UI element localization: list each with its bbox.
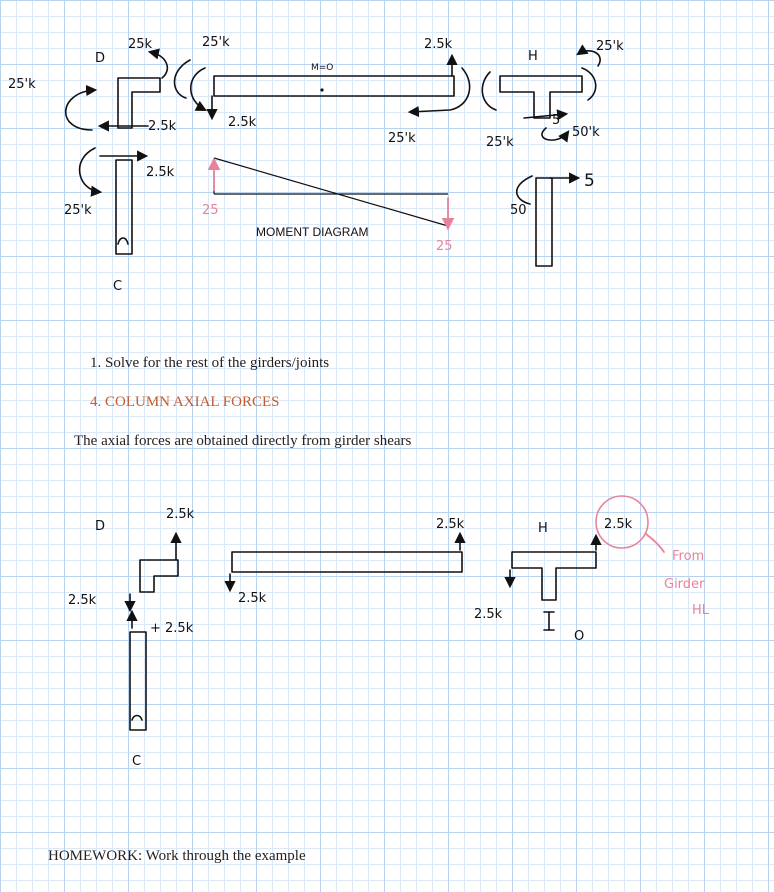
step-item-4: 4. COLUMN AXIAL FORCES — [90, 394, 280, 410]
label-m25-girder-left: 25'k — [202, 35, 230, 50]
bottom-column-dc — [126, 609, 147, 731]
top-girder — [173, 53, 471, 121]
label-b-v25-h-left: 2.5k — [474, 607, 503, 622]
label-m50-h: 50'k — [572, 125, 600, 140]
top-label-joint-d: D — [95, 51, 105, 66]
label-v25-girder-right: 2.5k — [424, 37, 453, 52]
axial-note: The axial forces are obtained directly f… — [74, 433, 412, 449]
bottom-joint-h — [504, 495, 665, 631]
label-v25-col-top: 2.5k — [146, 165, 175, 180]
top-column-dc — [78, 147, 149, 255]
label-v25-girder-left: 2.5k — [228, 115, 257, 130]
label-v5-h: 5 — [552, 113, 560, 128]
top-label-joint-h: H — [528, 49, 538, 64]
bottom-girder — [224, 531, 466, 593]
label-m25-h-under: 25'k — [486, 135, 514, 150]
moment-diagram — [207, 157, 455, 231]
label-pink-right: 25 — [436, 239, 453, 254]
label-b-v25-girder-left: 2.5k — [238, 591, 267, 606]
label-m50-col-h: 50 — [510, 203, 527, 218]
label-b-v25-h-circled: 2.5k — [604, 517, 633, 532]
homework-line: HOMEWORK: Work through the example — [48, 848, 306, 864]
label-b-v25-d-left: 2.5k — [68, 593, 97, 608]
label-b-v25-girder-right: 2.5k — [436, 517, 465, 532]
top-joint-h — [481, 44, 601, 267]
step-item-1: 1. Solve for the rest of the girders/joi… — [90, 355, 330, 371]
label-b-v25-d-top: 2.5k — [166, 507, 195, 522]
moment-diagram-title: MOMENT DIAGRAM — [256, 225, 368, 239]
label-m25-left: 25'k — [8, 77, 36, 92]
label-b-from: From — [672, 549, 704, 564]
label-v5-h-arrow: 5 — [584, 171, 595, 191]
bottom-label-joint-c: C — [132, 754, 141, 769]
label-b-zero: O — [574, 629, 584, 644]
label-v25-left-shear: 2.5k — [148, 119, 177, 134]
label-m25-h-top: 25'k — [596, 39, 624, 54]
top-label-joint-c: C — [113, 279, 122, 294]
bottom-joint-d — [124, 531, 182, 613]
label-b-plus25: + 2.5k — [150, 621, 194, 636]
label-b-hl: HL — [692, 603, 710, 618]
top-joint-d — [64, 48, 169, 132]
top-label-m-zero: M=O — [311, 63, 333, 73]
bottom-label-joint-d: D — [95, 519, 105, 534]
bottom-label-joint-h: H — [538, 521, 548, 536]
label-b-girder: Girder — [664, 577, 705, 592]
label-m25-col-top: 25'k — [64, 203, 92, 218]
label-m25-top-d: 25k — [128, 37, 153, 52]
label-m25-girder-right: 25'k — [388, 131, 416, 146]
label-pink-left: 25 — [202, 203, 219, 218]
